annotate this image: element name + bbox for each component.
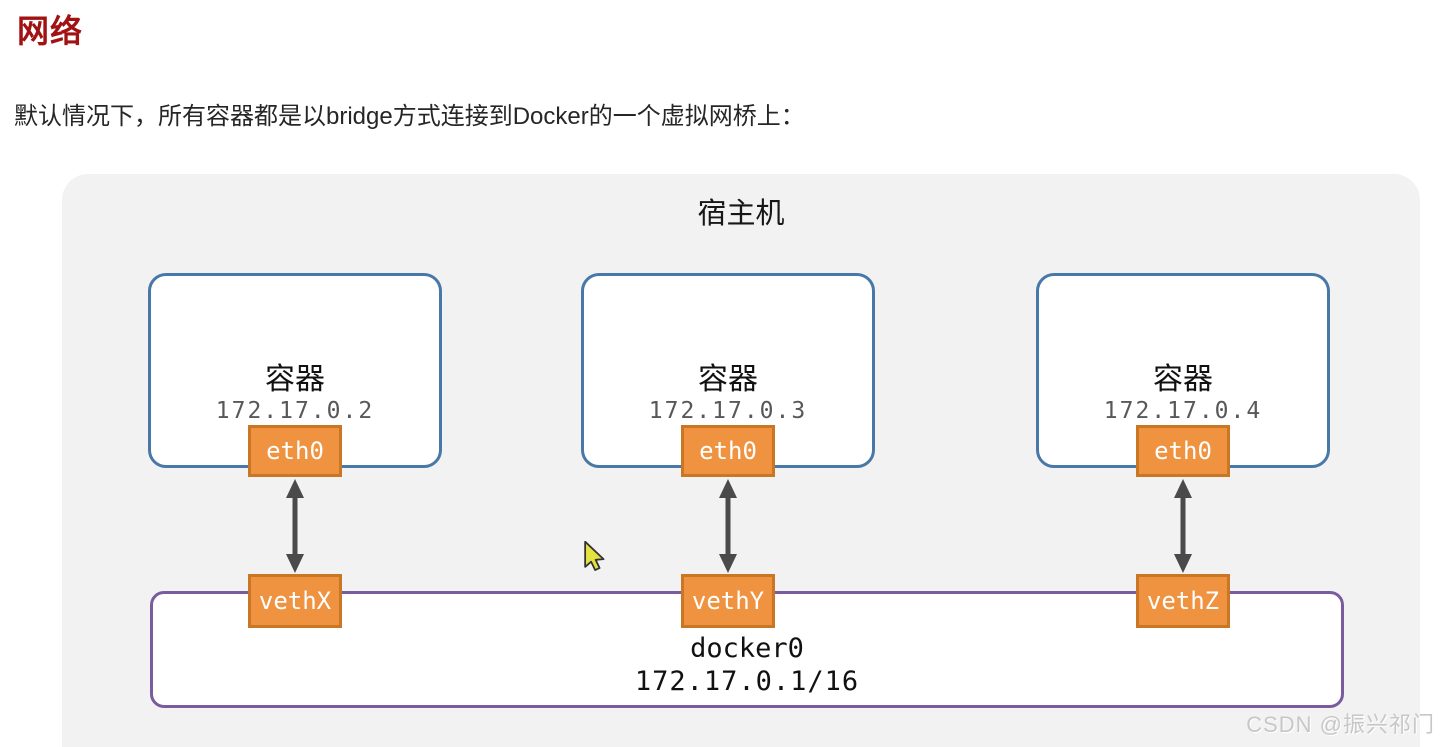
double-arrow-icon [1174, 479, 1192, 573]
intro-text: 默认情况下，所有容器都是以bridge方式连接到Docker的一个虚拟网桥上： [14, 103, 805, 130]
eth0-box: eth0 [248, 425, 342, 477]
container-ip: 172.17.0.2 [215, 398, 375, 424]
page-title: 网络 [17, 13, 84, 49]
container-column-3: 容器 172.17.0.4 eth0 vethZ [1036, 273, 1330, 635]
container-label: 容器 [265, 363, 325, 396]
eth0-box: eth0 [681, 425, 775, 477]
container-ip: 172.17.0.4 [1103, 398, 1263, 424]
veth-box: vethX [248, 574, 342, 628]
double-arrow-icon [719, 479, 737, 573]
container-label: 容器 [1153, 363, 1213, 396]
container-box: 容器 172.17.0.3 [581, 273, 875, 468]
container-ip: 172.17.0.3 [648, 398, 808, 424]
host-label: 宿主机 [697, 198, 785, 230]
container-column-1: 容器 172.17.0.2 eth0 vethX [148, 273, 442, 635]
eth0-box: eth0 [1136, 425, 1230, 477]
container-label: 容器 [698, 363, 758, 396]
veth-box: vethZ [1136, 574, 1230, 628]
mouse-cursor-icon [584, 541, 605, 571]
veth-box: vethY [681, 574, 775, 628]
bridge-name: docker0 [690, 633, 804, 664]
bridge-cidr: 172.17.0.1/16 [634, 666, 860, 697]
watermark: CSDN @振兴祁门 [1246, 712, 1435, 737]
double-arrow-icon [286, 479, 304, 573]
container-box: 容器 172.17.0.2 [148, 273, 442, 468]
container-column-2: 容器 172.17.0.3 eth0 vethY [581, 273, 875, 635]
